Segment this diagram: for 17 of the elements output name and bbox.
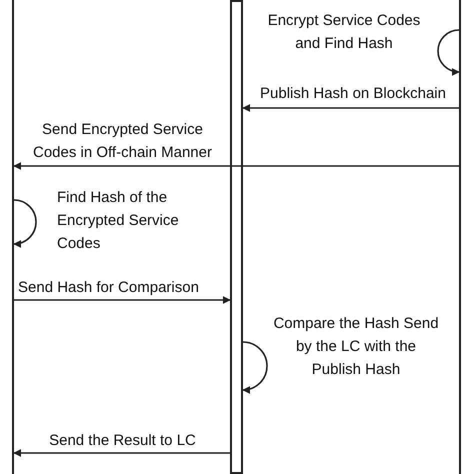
lifeline [459, 0, 461, 474]
self-message-arrow [242, 341, 268, 394]
edge-label: Send Encrypted Service Codes in Off-chain Manner [32, 120, 213, 163]
message-arrow [13, 449, 230, 457]
activation-bar [230, 0, 243, 474]
edge-label: Compare the Hash Send by the LC with the Publish Hash [272, 314, 440, 380]
message-arrow [13, 162, 459, 170]
edge-label: Send the Result to LC [48, 431, 197, 451]
message-arrow [242, 104, 459, 112]
edge-label: Encrypt Service Codes and Find Hash [266, 11, 422, 54]
lifeline [12, 0, 14, 474]
message-arrow [14, 296, 231, 304]
self-message-arrow [437, 29, 460, 76]
self-message-arrow [13, 199, 37, 248]
edge-label: Find Hash of the Encrypted Service Codes [57, 188, 180, 254]
edge-label: Publish Hash on Blockchain [259, 84, 447, 104]
edge-label: Send Hash for Comparison [18, 278, 200, 298]
